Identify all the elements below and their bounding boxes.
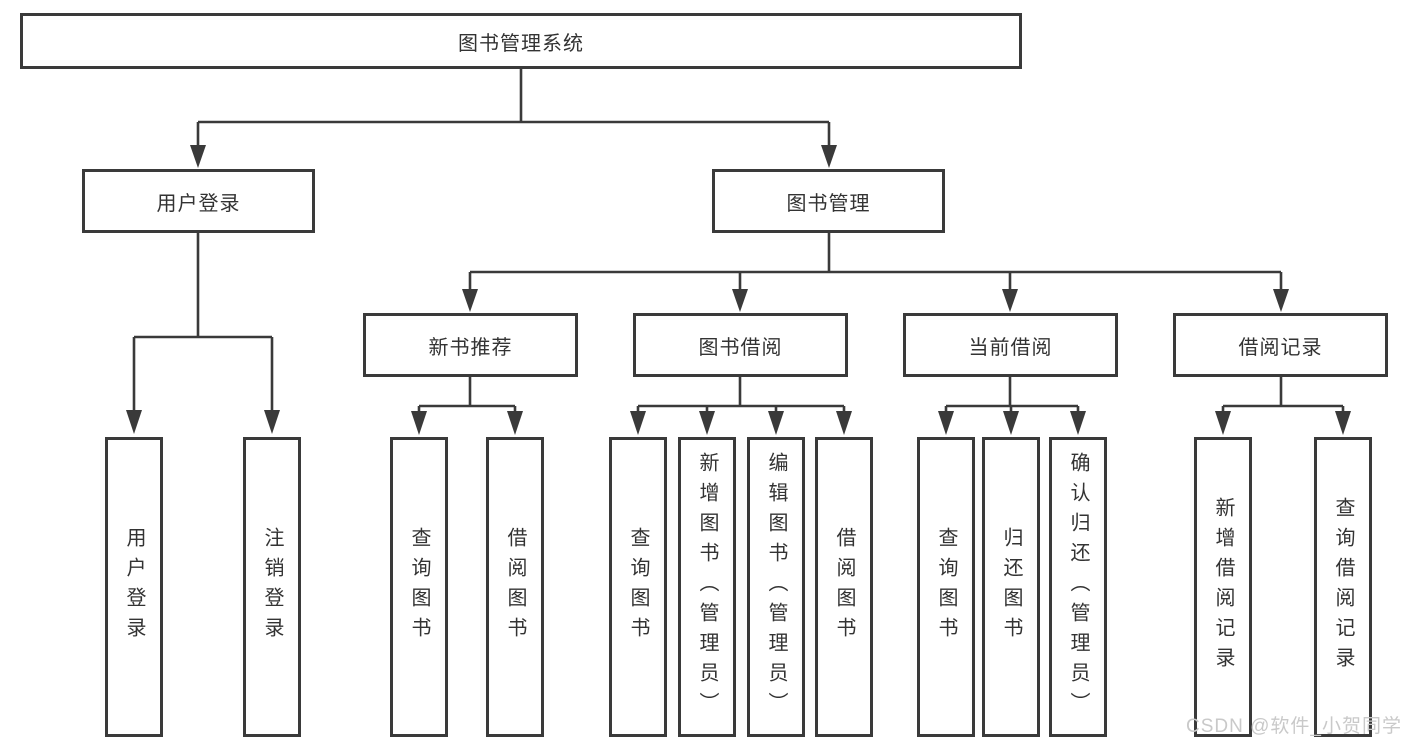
node-label: 查询图书: [627, 527, 649, 647]
leaf-logout: 注销登录: [243, 437, 301, 737]
node-label: 新增借阅记录: [1212, 497, 1234, 677]
leaf-current-query-books: 查询图书: [917, 437, 975, 737]
node-label: 用户登录: [123, 527, 145, 647]
node-label: 借阅图书: [504, 527, 526, 647]
node-current-borrowing: 当前借阅: [903, 313, 1118, 377]
leaf-current-return-books: 归还图书: [982, 437, 1040, 737]
node-label: 查询图书: [935, 527, 957, 647]
node-label: 借阅图书: [833, 527, 855, 647]
leaf-borrowing-query-books: 查询图书: [609, 437, 667, 737]
leaf-records-query-borrow-record: 查询借阅记录: [1314, 437, 1372, 737]
node-label: 查询借阅记录: [1332, 497, 1354, 677]
node-label: 新增图书（管理员）: [696, 452, 718, 722]
node-label: 编辑图书（管理员）: [765, 452, 787, 722]
node-book-borrowing: 图书借阅: [633, 313, 848, 377]
node-new-book-recommend: 新书推荐: [363, 313, 578, 377]
node-label: 图书借阅: [698, 336, 783, 359]
node-label: 借阅记录: [1238, 336, 1323, 359]
node-label: 用户登录: [156, 192, 241, 215]
node-label: 确认归还（管理员）: [1067, 452, 1089, 722]
node-label: 新书推荐: [428, 336, 513, 359]
node-label: 图书管理: [786, 192, 871, 215]
leaf-recommend-borrow-books: 借阅图书: [486, 437, 544, 737]
node-label: 归还图书: [1000, 527, 1022, 647]
leaf-borrowing-borrow-books: 借阅图书: [815, 437, 873, 737]
node-label: 查询图书: [408, 527, 430, 647]
leaf-current-confirm-return-admin: 确认归还（管理员）: [1049, 437, 1107, 737]
leaf-borrowing-add-books-admin: 新增图书（管理员）: [678, 437, 736, 737]
node-label: 注销登录: [261, 527, 283, 647]
node-label: 当前借阅: [968, 336, 1053, 359]
node-book-management: 图书管理: [712, 169, 945, 233]
leaf-recommend-query-books: 查询图书: [390, 437, 448, 737]
node-label: 图书管理系统: [458, 32, 584, 55]
watermark-text: CSDN @软件_小贺同学: [1186, 716, 1402, 737]
leaf-borrowing-edit-books-admin: 编辑图书（管理员）: [747, 437, 805, 737]
leaf-records-add-borrow-record: 新增借阅记录: [1194, 437, 1252, 737]
node-borrow-records: 借阅记录: [1173, 313, 1388, 377]
node-user-login: 用户登录: [82, 169, 315, 233]
node-library-system: 图书管理系统: [20, 13, 1022, 69]
leaf-user-login: 用户登录: [105, 437, 163, 737]
